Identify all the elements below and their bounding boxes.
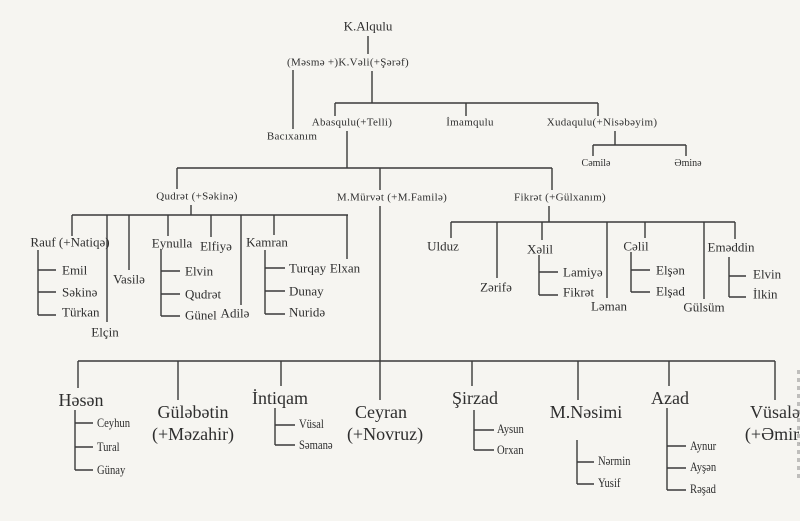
node-nesimi: M.Nəsimi — [549, 402, 623, 422]
node-emeddin: Eməddin — [707, 239, 755, 255]
node-murvet: M.Mürvət (+M.Familə) — [336, 191, 448, 204]
node-cemile: Cəmilə — [581, 158, 611, 169]
node-adile: Adilə — [220, 305, 250, 321]
node-qudret-jr: Qudrət — [185, 286, 222, 302]
node-sekine: Səkinə — [62, 284, 98, 300]
node-gulebetin: Güləbətin — [157, 402, 229, 422]
node-ilkin: İlkin — [753, 286, 778, 302]
node-azad: Azad — [651, 388, 689, 408]
node-orxan: Orxan — [497, 442, 524, 457]
node-ceyran: Ceyran — [355, 402, 407, 422]
node-elxan: Elxan — [329, 260, 361, 276]
node-turkan: Türkan — [62, 304, 100, 320]
node-fikret-jr: Fikrət — [563, 284, 595, 300]
node-hesen: Həsən — [58, 390, 104, 410]
node-abasqulu: Abasqulu(+Telli) — [311, 116, 393, 129]
node-gulsum: Gülsüm — [683, 299, 725, 315]
node-vusal: Vüsal — [299, 416, 324, 431]
node-vusale-spouse: (+Əmir) — [744, 424, 800, 444]
node-eynulla: Eynulla — [151, 235, 193, 251]
node-emine: Əminə — [674, 158, 702, 169]
node-elvin: Elvin — [185, 263, 214, 279]
scan-edge-mark — [797, 370, 800, 480]
node-elfiye: Elfiyə — [200, 238, 232, 254]
node-bacixanim: Bacıxanım — [266, 130, 318, 143]
node-imamqulu: İmamqulu — [446, 116, 494, 129]
node-sirzad: Şirzad — [452, 388, 498, 408]
node-k-veli: (Məsmə +)K.Vəli(+Şərəf) — [287, 56, 409, 69]
node-aysen: Ayşən — [690, 459, 717, 474]
node-elsen: Elşən — [656, 262, 685, 278]
node-nuride: Nuridə — [289, 304, 326, 320]
node-semane: Səmanə — [299, 437, 333, 452]
node-fikret: Fikrət (+Gülxanım) — [514, 191, 606, 204]
node-gunay: Günay — [97, 462, 126, 477]
node-elvin-2: Elvin — [753, 266, 782, 282]
node-leman: Ləman — [590, 298, 628, 314]
node-xudaqulu: Xudaqulu(+Nisəbəyim) — [546, 116, 658, 129]
node-tural: Tural — [97, 439, 120, 454]
node-vusale: Vüsalə — [750, 402, 800, 422]
node-k-alqulu: K.Alqulu — [343, 18, 393, 34]
node-nermin: Nərmin — [598, 453, 631, 468]
node-intiqam: İntiqam — [252, 388, 308, 408]
node-gunel: Günel — [185, 307, 217, 323]
node-yusif: Yusif — [598, 475, 621, 490]
node-resad: Rəşad — [690, 481, 716, 496]
node-turqay: Turqay — [289, 260, 327, 276]
node-lamiye: Lamiyə — [563, 264, 603, 280]
node-vasile: Vasilə — [113, 271, 145, 287]
node-dunay: Dunay — [289, 283, 324, 299]
node-kamran: Kamran — [246, 234, 288, 250]
node-ulduz: Ulduz — [427, 238, 459, 254]
node-rauf: Rauf (+Natiqə) — [30, 234, 110, 250]
node-gulebetin-spouse: (+Məzahir) — [151, 424, 235, 444]
node-elcin: Elçin — [91, 324, 119, 340]
node-celil: Cəlil — [623, 238, 649, 254]
node-qudret: Qudrət (+Səkinə) — [156, 190, 238, 203]
node-aysun: Aysun — [497, 421, 524, 436]
node-aynur: Aynur — [690, 438, 717, 453]
node-xelil: Xəlil — [527, 241, 553, 257]
node-ceyran-spouse: (+Novruz) — [346, 424, 424, 444]
node-elsad: Elşad — [656, 283, 685, 299]
node-zerife: Zərifə — [480, 279, 512, 295]
node-emil: Emil — [62, 262, 88, 278]
node-ceyhun: Ceyhun — [97, 415, 131, 430]
